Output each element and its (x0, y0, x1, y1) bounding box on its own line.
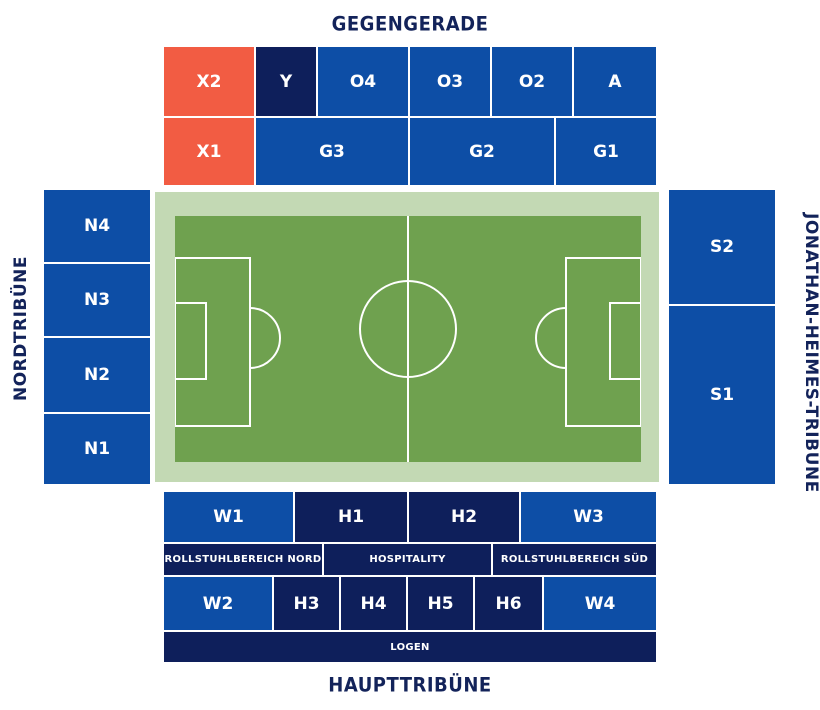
left-penalty-box (174, 257, 251, 427)
label-nordtribuene: NORDTRIBÜNE (11, 256, 31, 401)
section-n1[interactable]: N1 (43, 413, 151, 485)
section-h6[interactable]: H6 (474, 576, 543, 631)
pitch (174, 216, 642, 462)
section-h5[interactable]: H5 (407, 576, 474, 631)
pitch-area (155, 192, 659, 482)
section-o4[interactable]: O4 (317, 46, 409, 117)
right-goal-box (609, 302, 642, 380)
section-o3[interactable]: O3 (409, 46, 491, 117)
pitch-markings (174, 216, 642, 462)
section-n2[interactable]: N2 (43, 337, 151, 413)
section-x1[interactable]: X1 (163, 117, 255, 186)
section-y[interactable]: Y (255, 46, 317, 117)
label-gegengerade: GEGENGERADE (331, 12, 489, 37)
section-g2[interactable]: G2 (409, 117, 555, 186)
section-s1[interactable]: S1 (668, 305, 776, 485)
label-haupttribuene: HAUPTTRIBÜNE (328, 673, 492, 698)
section-x2[interactable]: X2 (163, 46, 255, 117)
center-circle (359, 280, 457, 378)
section-w1[interactable]: W1 (163, 491, 294, 543)
section-w3[interactable]: W3 (520, 491, 657, 543)
section-logen[interactable]: LOGEN (163, 631, 657, 663)
section-h3[interactable]: H3 (273, 576, 340, 631)
section-h1[interactable]: H1 (294, 491, 408, 543)
section-w4[interactable]: W4 (543, 576, 657, 631)
section-rollstuhlbereich-nord[interactable]: ROLLSTUHLBEREICH NORD (163, 543, 323, 576)
section-n4[interactable]: N4 (43, 189, 151, 263)
section-o2[interactable]: O2 (491, 46, 573, 117)
left-goal-box (174, 302, 207, 380)
section-g1[interactable]: G1 (555, 117, 657, 186)
left-penalty-arc (249, 307, 281, 369)
section-hospitality[interactable]: HOSPITALITY (323, 543, 492, 576)
label-jonathan-heimes-tribuene: JONATHAN-HEIMES-TRIBÜNE (801, 213, 820, 493)
section-g3[interactable]: G3 (255, 117, 409, 186)
section-h4[interactable]: H4 (340, 576, 407, 631)
section-h2[interactable]: H2 (408, 491, 520, 543)
right-penalty-arc (535, 307, 567, 369)
right-penalty-box (565, 257, 642, 427)
section-rollstuhlbereich-sued[interactable]: ROLLSTUHLBEREICH SÜD (492, 543, 657, 576)
section-a[interactable]: A (573, 46, 657, 117)
section-w2[interactable]: W2 (163, 576, 273, 631)
section-n3[interactable]: N3 (43, 263, 151, 337)
section-s2[interactable]: S2 (668, 189, 776, 305)
